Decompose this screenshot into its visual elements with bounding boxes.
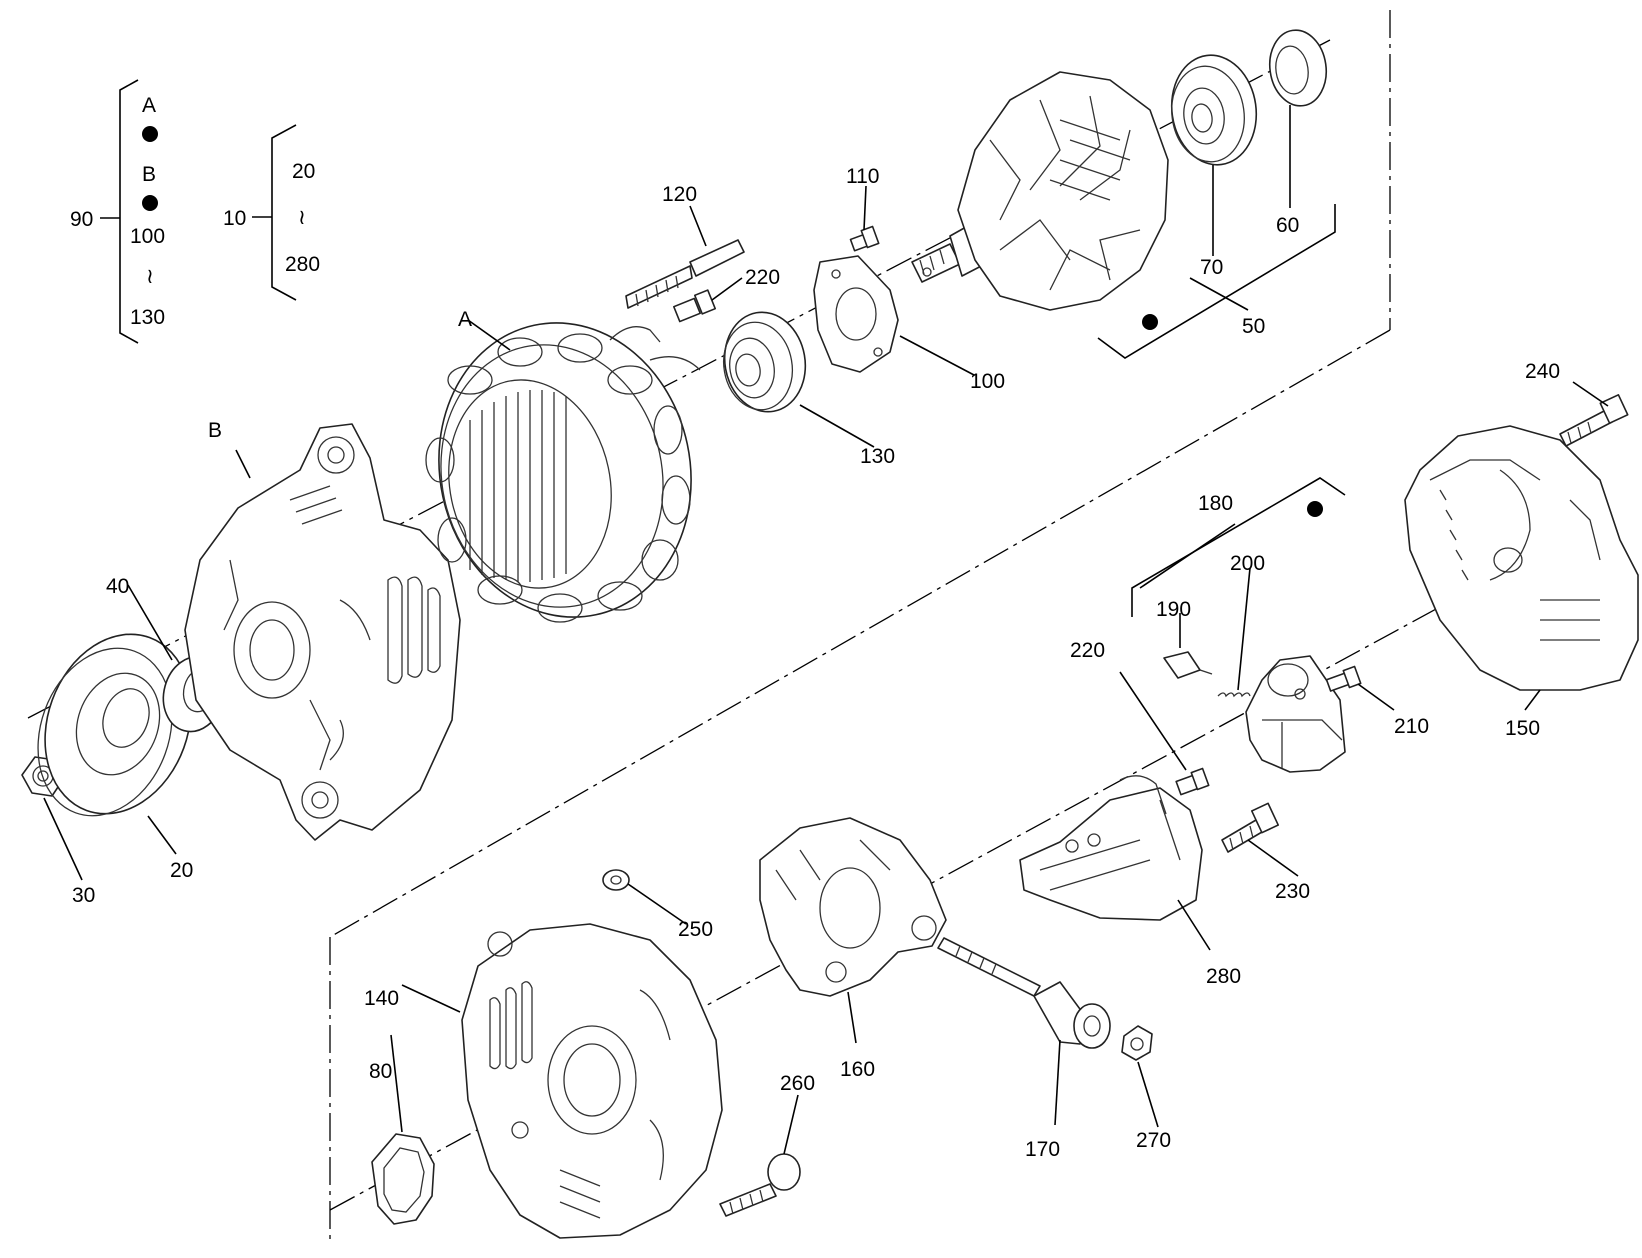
legend-90-item-130: 130	[130, 306, 165, 329]
drive-end-frame	[184, 423, 461, 841]
callout-170: 170	[1025, 1138, 1060, 1161]
legend-10-range-symbol: ≀	[298, 206, 306, 229]
callout-30: 30	[72, 884, 95, 907]
callout-180: 180	[1198, 492, 1233, 515]
callout-labels: B A 40 20 30 50 60 70 80 100 110 120 130…	[72, 165, 1560, 1161]
brush-spring	[1217, 692, 1251, 698]
terminal-bolt	[937, 937, 1041, 997]
legend-10-ref: 10	[223, 207, 246, 230]
callout-270: 270	[1136, 1129, 1171, 1152]
brush-holder	[1245, 655, 1346, 773]
voltage-regulator	[1019, 775, 1203, 921]
holder-screw	[1325, 665, 1362, 692]
callout-260: 260	[780, 1072, 815, 1095]
cover-bolt	[1559, 394, 1629, 447]
callout-20: 20	[170, 859, 193, 882]
rectifier	[759, 817, 947, 997]
legend-90-item-b: B	[142, 163, 156, 186]
callout-70: 70	[1200, 256, 1223, 279]
callout-100: 100	[970, 370, 1005, 393]
ball-bearing-front	[723, 311, 807, 413]
rotor-marker-dot	[1142, 314, 1158, 330]
callout-40: 40	[106, 575, 129, 598]
rotor-assembly	[911, 71, 1169, 311]
regulator-bolt	[1221, 802, 1280, 853]
callout-210: 210	[1394, 715, 1429, 738]
legend-10-to: 280	[285, 253, 320, 276]
callout-160: 160	[840, 1058, 875, 1081]
callout-220-lower: 220	[1070, 639, 1105, 662]
rear-frame	[461, 923, 723, 1239]
callout-140: 140	[364, 987, 399, 1010]
stud-bolt	[625, 239, 745, 309]
callout-a: A	[458, 308, 472, 331]
callout-b: B	[208, 419, 222, 442]
legend-group-10: 10 20 ≀ 280	[223, 124, 320, 301]
rotor-bracket	[1097, 204, 1336, 359]
frame-cap	[602, 869, 630, 891]
legend-90-range-symbol: ≀	[146, 265, 154, 288]
bearing-retainer-plate	[813, 255, 899, 373]
bearing-cover	[1268, 29, 1328, 107]
legend-90-ref: 90	[70, 208, 93, 231]
brush-holder-marker-dot	[1307, 501, 1323, 517]
callout-250: 250	[678, 918, 713, 941]
legend-90-item-a: A	[142, 94, 156, 117]
pulley	[37, 633, 192, 817]
callout-130: 130	[860, 445, 895, 468]
legend-group-90: 90 A B 100 ≀ 130	[70, 79, 165, 344]
callout-150: 150	[1505, 717, 1540, 740]
callout-120: 120	[662, 183, 697, 206]
callout-60: 60	[1276, 214, 1299, 237]
legend-10-from: 20	[292, 160, 315, 183]
marker-dot	[142, 126, 158, 142]
ball-bearing-rear	[1170, 54, 1258, 166]
callout-200: 200	[1230, 552, 1265, 575]
callout-230: 230	[1275, 880, 1310, 903]
callout-240: 240	[1525, 360, 1560, 383]
marker-dot	[142, 195, 158, 211]
callout-280: 280	[1206, 965, 1241, 988]
terminal-insulator	[1033, 981, 1111, 1049]
brush-holder-bracket	[1131, 477, 1346, 617]
plate-screw	[849, 225, 880, 252]
callout-220-upper: 220	[745, 266, 780, 289]
frame-bolt	[719, 1153, 801, 1217]
rear-gasket	[371, 1133, 435, 1225]
callout-190: 190	[1156, 598, 1191, 621]
small-screw	[1175, 767, 1210, 796]
callout-110: 110	[846, 165, 879, 188]
terminal-nut	[1121, 1025, 1153, 1061]
callout-80: 80	[369, 1060, 392, 1083]
callout-50: 50	[1242, 315, 1265, 338]
leader-lines	[43, 105, 1609, 1155]
brush	[1163, 651, 1213, 679]
stator-assembly	[425, 322, 701, 623]
small-screw	[673, 289, 717, 323]
rear-cover	[1404, 425, 1639, 691]
legend-90-item-100: 100	[130, 225, 165, 248]
